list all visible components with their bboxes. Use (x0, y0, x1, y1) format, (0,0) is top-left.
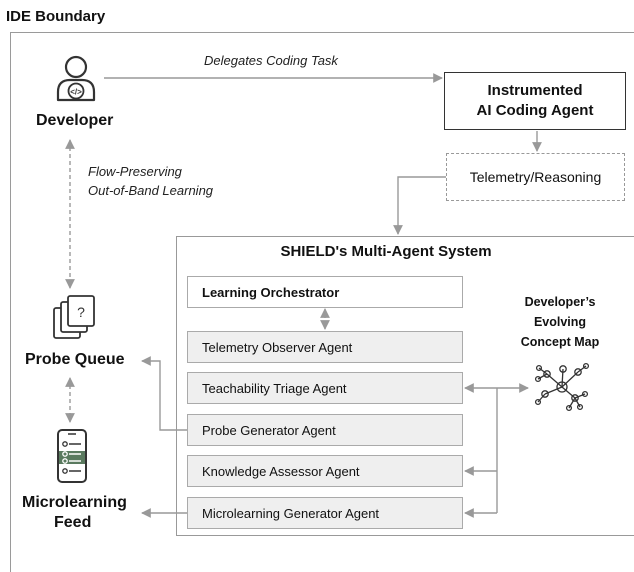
flow-label-line1: Flow-Preserving (88, 164, 182, 179)
developer-label: Developer (36, 112, 114, 129)
flow-label-line2: Out-of-Band Learning (88, 183, 214, 198)
microlearning-label-line1: Microlearning (22, 494, 127, 511)
developer-code-icon: </> (50, 52, 102, 104)
agent-microlearning-generator: Microlearning Generator Agent (187, 497, 463, 529)
coding-agent-line2: AI Coding Agent (476, 102, 594, 119)
feed-phone-icon (56, 428, 88, 484)
question-cards-icon: ? (52, 294, 100, 342)
probe-generator-to-queue-arrow (141, 356, 187, 431)
network-graph-icon (533, 362, 591, 412)
telemetry-to-system-arrow (393, 176, 446, 235)
concept-map-line1: Developer’s (524, 295, 596, 309)
instrumented-ai-coding-agent-box: Instrumented AI Coding Agent (444, 72, 626, 130)
agent-telemetry-observer: Telemetry Observer Agent (187, 331, 463, 363)
concept-map-line2: Evolving (533, 315, 587, 329)
agent-knowledge-assessor: Knowledge Assessor Agent (187, 455, 463, 487)
agent-label: Probe Generator Agent (202, 422, 336, 438)
microlearning-label-line2: Feed (54, 514, 92, 531)
concept-map-line3: Concept Map (520, 335, 600, 349)
probe-queue-label: Probe Queue (25, 351, 125, 368)
telemetry-reasoning-box: Telemetry/Reasoning (446, 153, 625, 201)
agent-probe-generator: Probe Generator Agent (187, 414, 463, 446)
agent-teachability-triage: Teachability Triage Agent (187, 372, 463, 404)
agent-label: Knowledge Assessor Agent (202, 463, 360, 479)
delegates-label: Delegates Coding Task (204, 53, 338, 68)
agent-label: Teachability Triage Agent (202, 380, 347, 396)
learning-orchestrator-box: Learning Orchestrator (187, 276, 463, 308)
multi-agent-system-title: SHIELD's Multi-Agent System (280, 243, 492, 260)
concept-map-label: Developer’s Evolving Concept Map (498, 292, 622, 352)
ide-boundary-frame (10, 32, 634, 572)
ide-boundary-title: IDE Boundary (6, 8, 106, 25)
svg-text:</>: </> (70, 88, 82, 97)
agent-label: Telemetry Observer Agent (202, 339, 353, 355)
coding-agent-line1: Instrumented (487, 82, 583, 99)
connector-layer (65, 73, 542, 518)
telemetry-label: Telemetry/Reasoning (469, 169, 602, 185)
orchestrator-label: Learning Orchestrator (202, 284, 340, 300)
question-glyph: ? (77, 304, 85, 320)
agent-label: Microlearning Generator Agent (202, 505, 380, 521)
